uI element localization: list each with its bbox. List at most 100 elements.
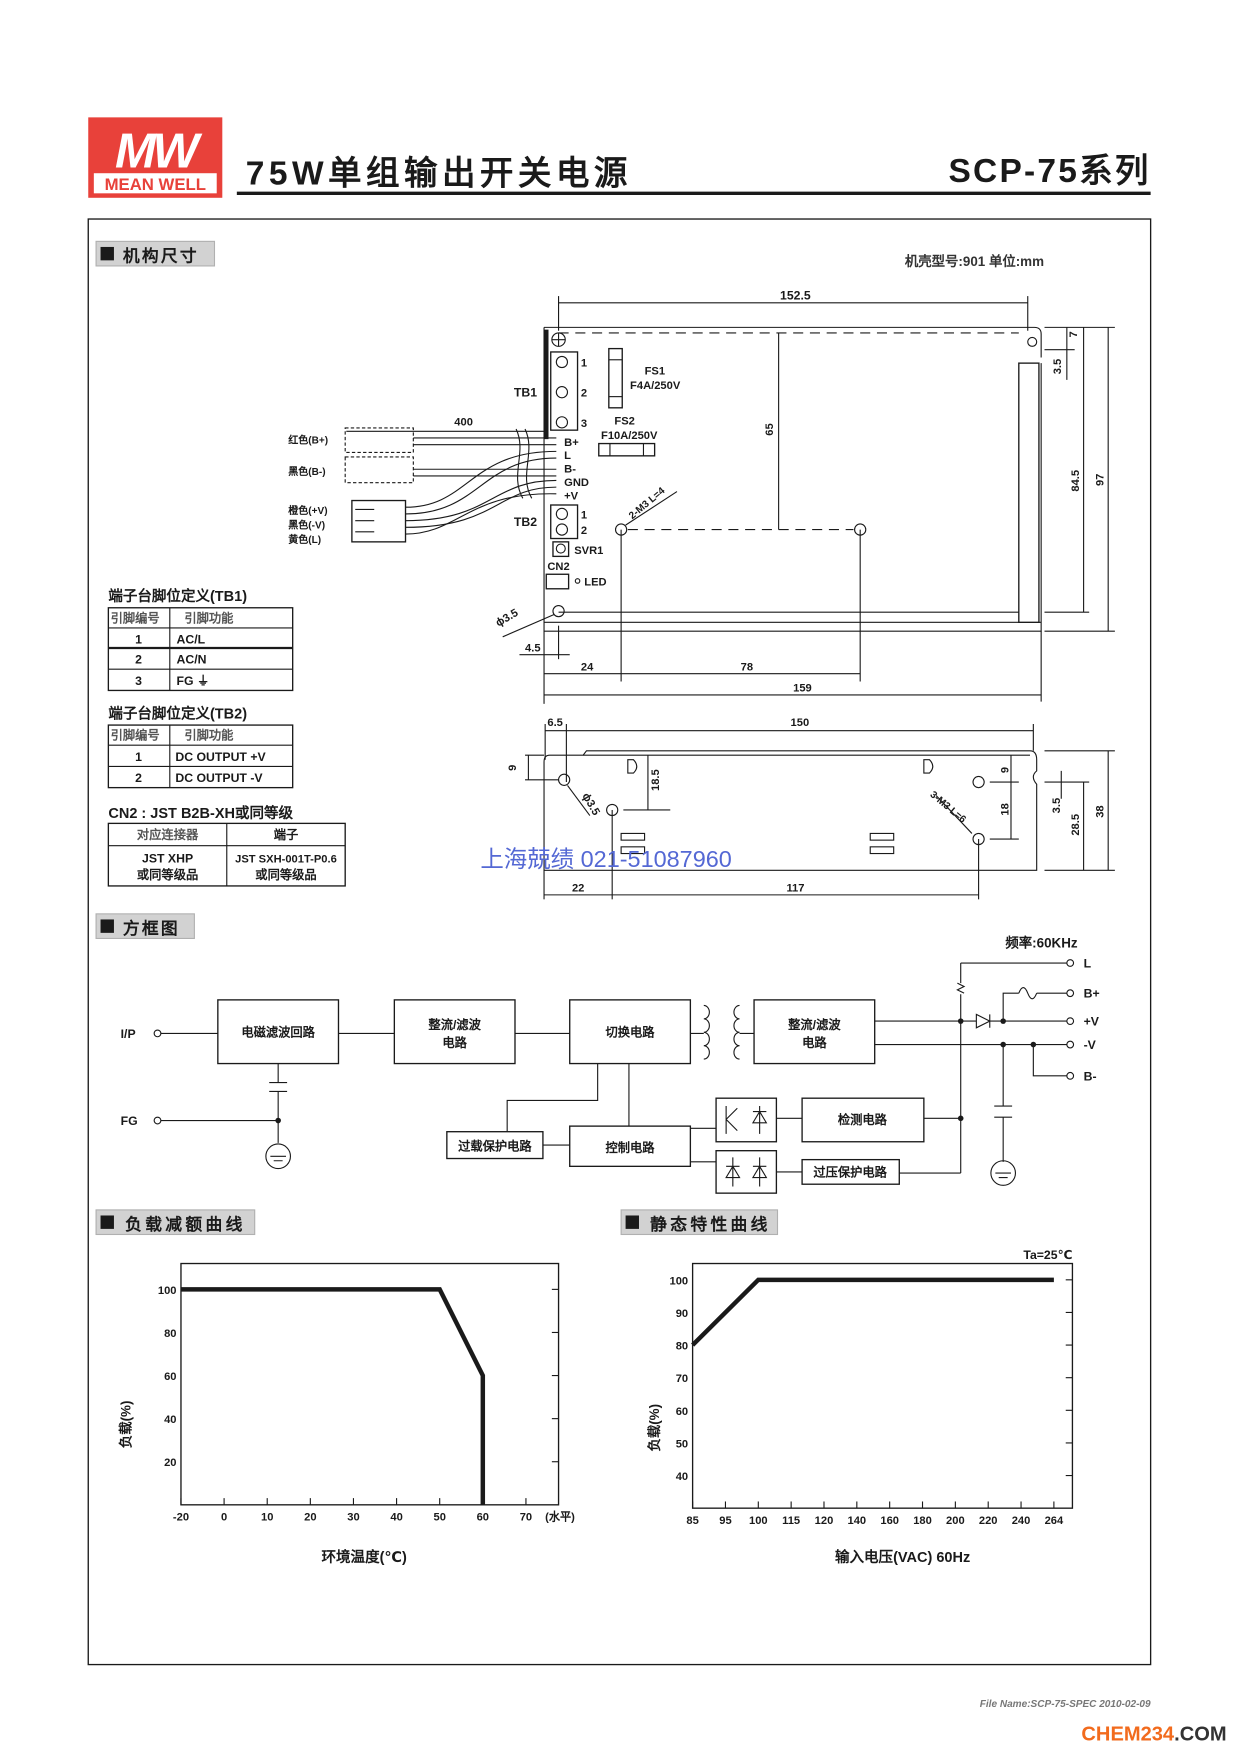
fs2-label: FS2 — [614, 416, 634, 428]
block-switching — [569, 999, 692, 1065]
mean-well-logo: MW MEAN WELL — [88, 117, 223, 198]
plot-frame — [691, 1262, 1074, 1509]
dim-117: 117 — [786, 883, 804, 895]
table-cell: 或同等级品 — [255, 867, 316, 882]
fs1-label: FS1 — [645, 365, 665, 377]
block-detection — [801, 1097, 925, 1143]
terminal-block-tb1 — [550, 351, 579, 431]
table-header: 引脚功能 — [184, 610, 234, 625]
block-label: 过压保护电路 — [813, 1164, 887, 1179]
block-label: 整流/滤波 — [787, 1017, 841, 1032]
section-static-header: 静态特性曲线 — [620, 1209, 779, 1236]
output-label: -V — [1084, 1038, 1097, 1052]
x-tick-label: 20 — [304, 1511, 316, 1523]
logo-text: MEAN WELL — [105, 175, 206, 194]
dim-84-5: 84.5 — [1070, 470, 1082, 492]
x-tick-label: 40 — [390, 1511, 402, 1523]
mechanical-top-view: 152.5 1 2 3 TB1 FS1 F4A/250V FS2 F10A/25… — [288, 288, 1115, 704]
dim-18-5: 18.5 — [650, 769, 662, 791]
dim-159: 159 — [793, 683, 812, 695]
section-title: 负载减额曲线 — [125, 1214, 246, 1234]
watermark-contact: 上海兢绩 021-51087960 — [480, 846, 731, 872]
fuse-fs1 — [608, 347, 623, 409]
section-title: 方框图 — [123, 918, 180, 938]
y-axis-label: 负载(%) — [118, 1401, 134, 1449]
logo-mark: MW — [115, 125, 203, 179]
dim-7: 7 — [1068, 331, 1080, 337]
table-cn2: CN2 : JST B2B-XH或同等级 对应连接器 端子 JST XHP JS… — [107, 804, 346, 887]
wire-pin-label: L — [564, 450, 571, 462]
hole-dia: ϕ3.5 — [579, 791, 601, 818]
table-tb2: 端子台脚位定义(TB2) 引脚编号 引脚功能 1 DC OUTPUT +V 2 … — [107, 704, 294, 789]
output-connector — [351, 499, 407, 543]
y-tick-label: 50 — [676, 1438, 688, 1450]
block-ovp — [801, 1158, 900, 1185]
dim-400: 400 — [454, 417, 473, 429]
ground-icon — [990, 1160, 1017, 1186]
screw-spec: 3-M3 L=6 — [928, 789, 969, 826]
wire-color-label: 橙色(+V) — [288, 504, 327, 517]
wire-color-label: 红色(B+) — [288, 434, 328, 447]
section-title: 机构尺寸 — [123, 245, 199, 265]
table-cell: DC OUTPUT +V — [175, 750, 266, 764]
mechanical-side-view: 6.5 150 9 ϕ3.5 18.5 3-M3 L=6 9 18 3.5 28… — [507, 717, 1115, 900]
y-tick-label: 80 — [164, 1328, 176, 1340]
dim-3-5: 3.5 — [1052, 359, 1064, 375]
site-watermark: CHEM234.COM — [1081, 1724, 1226, 1746]
fs2-rating: F10A/250V — [601, 430, 658, 442]
wire-pin-label: +V — [564, 490, 579, 502]
fuse-fs2 — [598, 442, 656, 457]
y-tick-label: 60 — [164, 1371, 176, 1383]
x-tick-label: 85 — [686, 1515, 698, 1527]
x-tick-label: 50 — [433, 1511, 445, 1523]
y-axis-label: 负载(%) — [646, 1404, 662, 1452]
dim-4-5: 4.5 — [525, 642, 541, 654]
block-label: 电路 — [802, 1035, 827, 1050]
table-cell: 1 — [135, 633, 142, 647]
svr1-label: SVR1 — [574, 545, 603, 557]
dim-22: 22 — [572, 883, 584, 895]
y-tick-label: 100 — [158, 1285, 177, 1297]
chart-annotation: Ta=25℃ — [1023, 1248, 1072, 1262]
table-cell: 或同等级品 — [137, 867, 198, 882]
cn2-label: CN2 — [547, 561, 569, 573]
x-tick-label: 264 — [1045, 1515, 1064, 1527]
content-frame — [87, 218, 1152, 1666]
section-mechanical-header: 机构尺寸 — [95, 240, 216, 267]
x-tick-label: 200 — [946, 1515, 965, 1527]
x-tick-label: 240 — [1012, 1515, 1031, 1527]
bullet-square-icon — [100, 246, 114, 261]
wire-color-label: 黑色(-V) — [288, 518, 325, 531]
x-tick-label: 115 — [782, 1515, 800, 1527]
x-tick-label: 160 — [880, 1515, 899, 1527]
x-tick-label: 10 — [261, 1511, 273, 1523]
optocoupler-icon — [715, 1150, 778, 1194]
hole-dia: ϕ3.5 — [494, 607, 521, 629]
case-info: 机壳型号:901 单位:mm — [905, 253, 1044, 269]
output-label: B- — [1084, 1069, 1097, 1083]
output-label: +V — [1084, 1015, 1100, 1029]
dim-24: 24 — [581, 661, 594, 673]
site-main: CHEM234 — [1081, 1724, 1175, 1746]
ground-icon — [265, 1143, 292, 1170]
section-title: 静态特性曲线 — [650, 1214, 771, 1234]
wire-pin-label: B+ — [564, 437, 579, 449]
dim-78: 78 — [741, 661, 753, 673]
y-tick-label: 70 — [676, 1373, 688, 1385]
table-cell: 3 — [135, 674, 142, 688]
dim-3-5: 3.5 — [1051, 798, 1063, 814]
table-header: 端子 — [274, 827, 299, 842]
dim-97: 97 — [1095, 474, 1107, 486]
dim-9-right: 9 — [1000, 767, 1012, 773]
wire-pin-label: B- — [564, 464, 576, 476]
series-line — [691, 1277, 1054, 1347]
bullet-square-icon — [625, 1215, 639, 1229]
output-label: B+ — [1084, 987, 1100, 1001]
block-label: 整流/滤波 — [427, 1017, 481, 1032]
y-tick-label: 60 — [676, 1406, 688, 1418]
tb1-pin-label: 3 — [581, 418, 587, 430]
file-name: File Name:SCP-75-SPEC 2010-02-09 — [980, 1699, 1151, 1710]
x-tick-label: 0 — [221, 1511, 227, 1523]
fg-label: FG — [121, 1114, 138, 1128]
